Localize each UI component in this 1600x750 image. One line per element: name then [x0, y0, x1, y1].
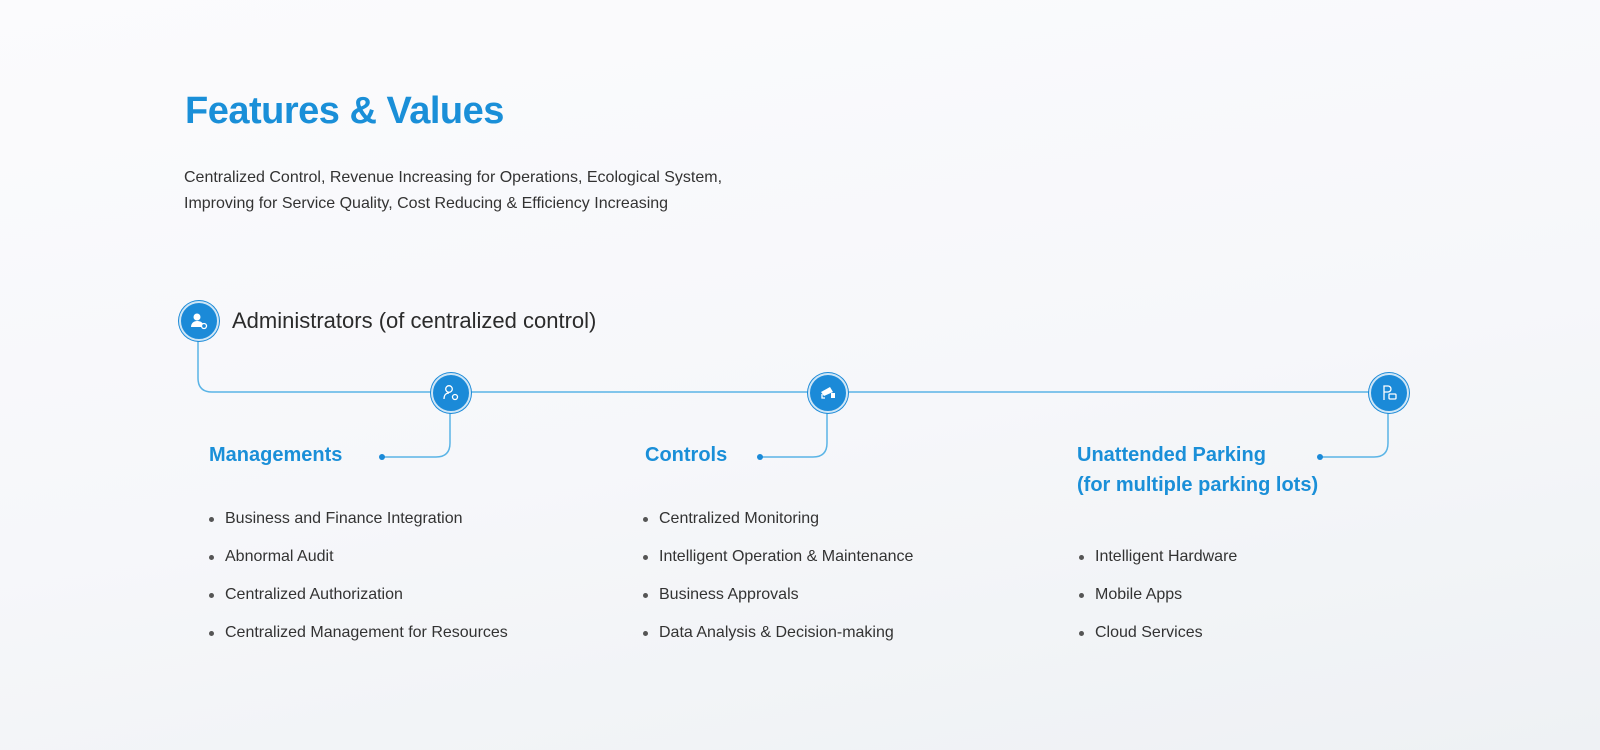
- list-item: Business and Finance Integration: [209, 507, 508, 545]
- managements-heading: Managements: [209, 444, 343, 466]
- unattended-parking-heading: Unattended Parking (for multiple parking…: [1077, 440, 1318, 500]
- user-settings-icon: [431, 373, 471, 413]
- parking-car-icon: [1369, 373, 1409, 413]
- list-item: Centralized Monitoring: [643, 507, 913, 545]
- page-subtitle: Centralized Control, Revenue Increasing …: [184, 165, 722, 217]
- list-item: Data Analysis & Decision-making: [643, 621, 913, 659]
- list-item: Mobile Apps: [1079, 583, 1237, 621]
- list-item: Cloud Services: [1079, 621, 1237, 659]
- page-title: Features & Values: [185, 90, 504, 132]
- list-item: Intelligent Operation & Maintenance: [643, 545, 913, 583]
- subtitle-line: Improving for Service Quality, Cost Redu…: [184, 195, 669, 212]
- root-label: Administrators (of centralized control): [232, 308, 597, 333]
- list-item: Intelligent Hardware: [1079, 545, 1237, 583]
- controls-heading: Controls: [645, 444, 728, 466]
- list-item: Centralized Authorization: [209, 583, 508, 621]
- list-item: Business Approvals: [643, 583, 913, 621]
- admin-user-gear-icon: [179, 301, 219, 341]
- heading-line: (for multiple parking lots): [1077, 474, 1319, 496]
- camera-icon: [808, 373, 848, 413]
- managements-list: Business and Finance Integration Abnorma…: [209, 507, 508, 659]
- list-item: Abnormal Audit: [209, 545, 508, 583]
- heading-line: Unattended Parking: [1077, 444, 1266, 466]
- parking-list: Intelligent Hardware Mobile Apps Cloud S…: [1079, 545, 1237, 659]
- list-item: Centralized Management for Resources: [209, 621, 508, 659]
- subtitle-line: Centralized Control, Revenue Increasing …: [184, 169, 723, 186]
- controls-list: Centralized Monitoring Intelligent Opera…: [643, 507, 913, 659]
